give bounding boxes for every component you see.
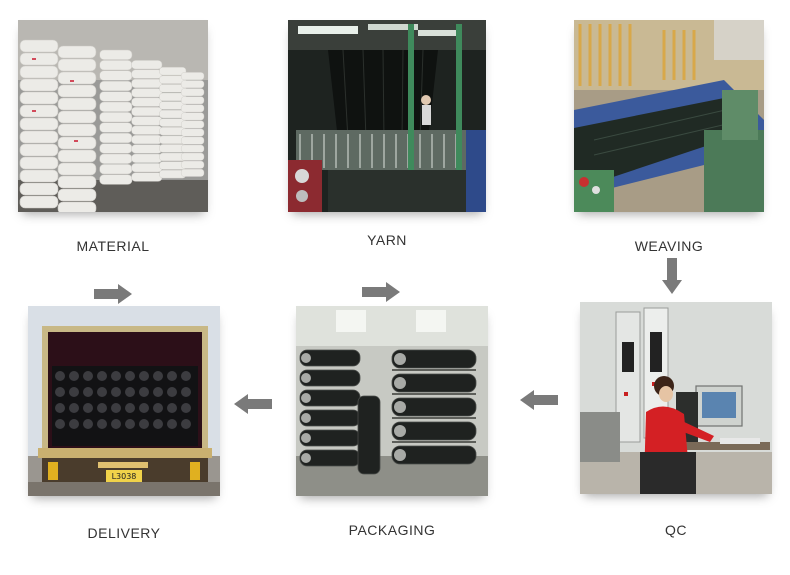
qc-label: QC <box>665 522 687 538</box>
weaving-label: WEAVING <box>634 238 704 254</box>
arrow-right-icon <box>362 282 402 302</box>
weaving-photo <box>574 20 764 212</box>
packaging-photo <box>296 306 488 496</box>
arrow-left-icon <box>232 394 272 414</box>
delivery-photo: L3038 <box>28 306 220 496</box>
packaging-label: PACKAGING <box>348 522 436 538</box>
material-label: MATERIAL <box>76 238 150 254</box>
yarn-label: YARN <box>367 232 407 248</box>
material-photo <box>18 20 208 212</box>
arrow-down-icon <box>662 258 682 294</box>
arrow-left-icon <box>518 390 558 410</box>
qc-photo <box>580 302 772 494</box>
arrow-right-icon <box>94 284 134 304</box>
license-plate: L3038 <box>112 472 137 481</box>
yarn-photo <box>288 20 486 212</box>
delivery-label: DELIVERY <box>87 525 161 541</box>
